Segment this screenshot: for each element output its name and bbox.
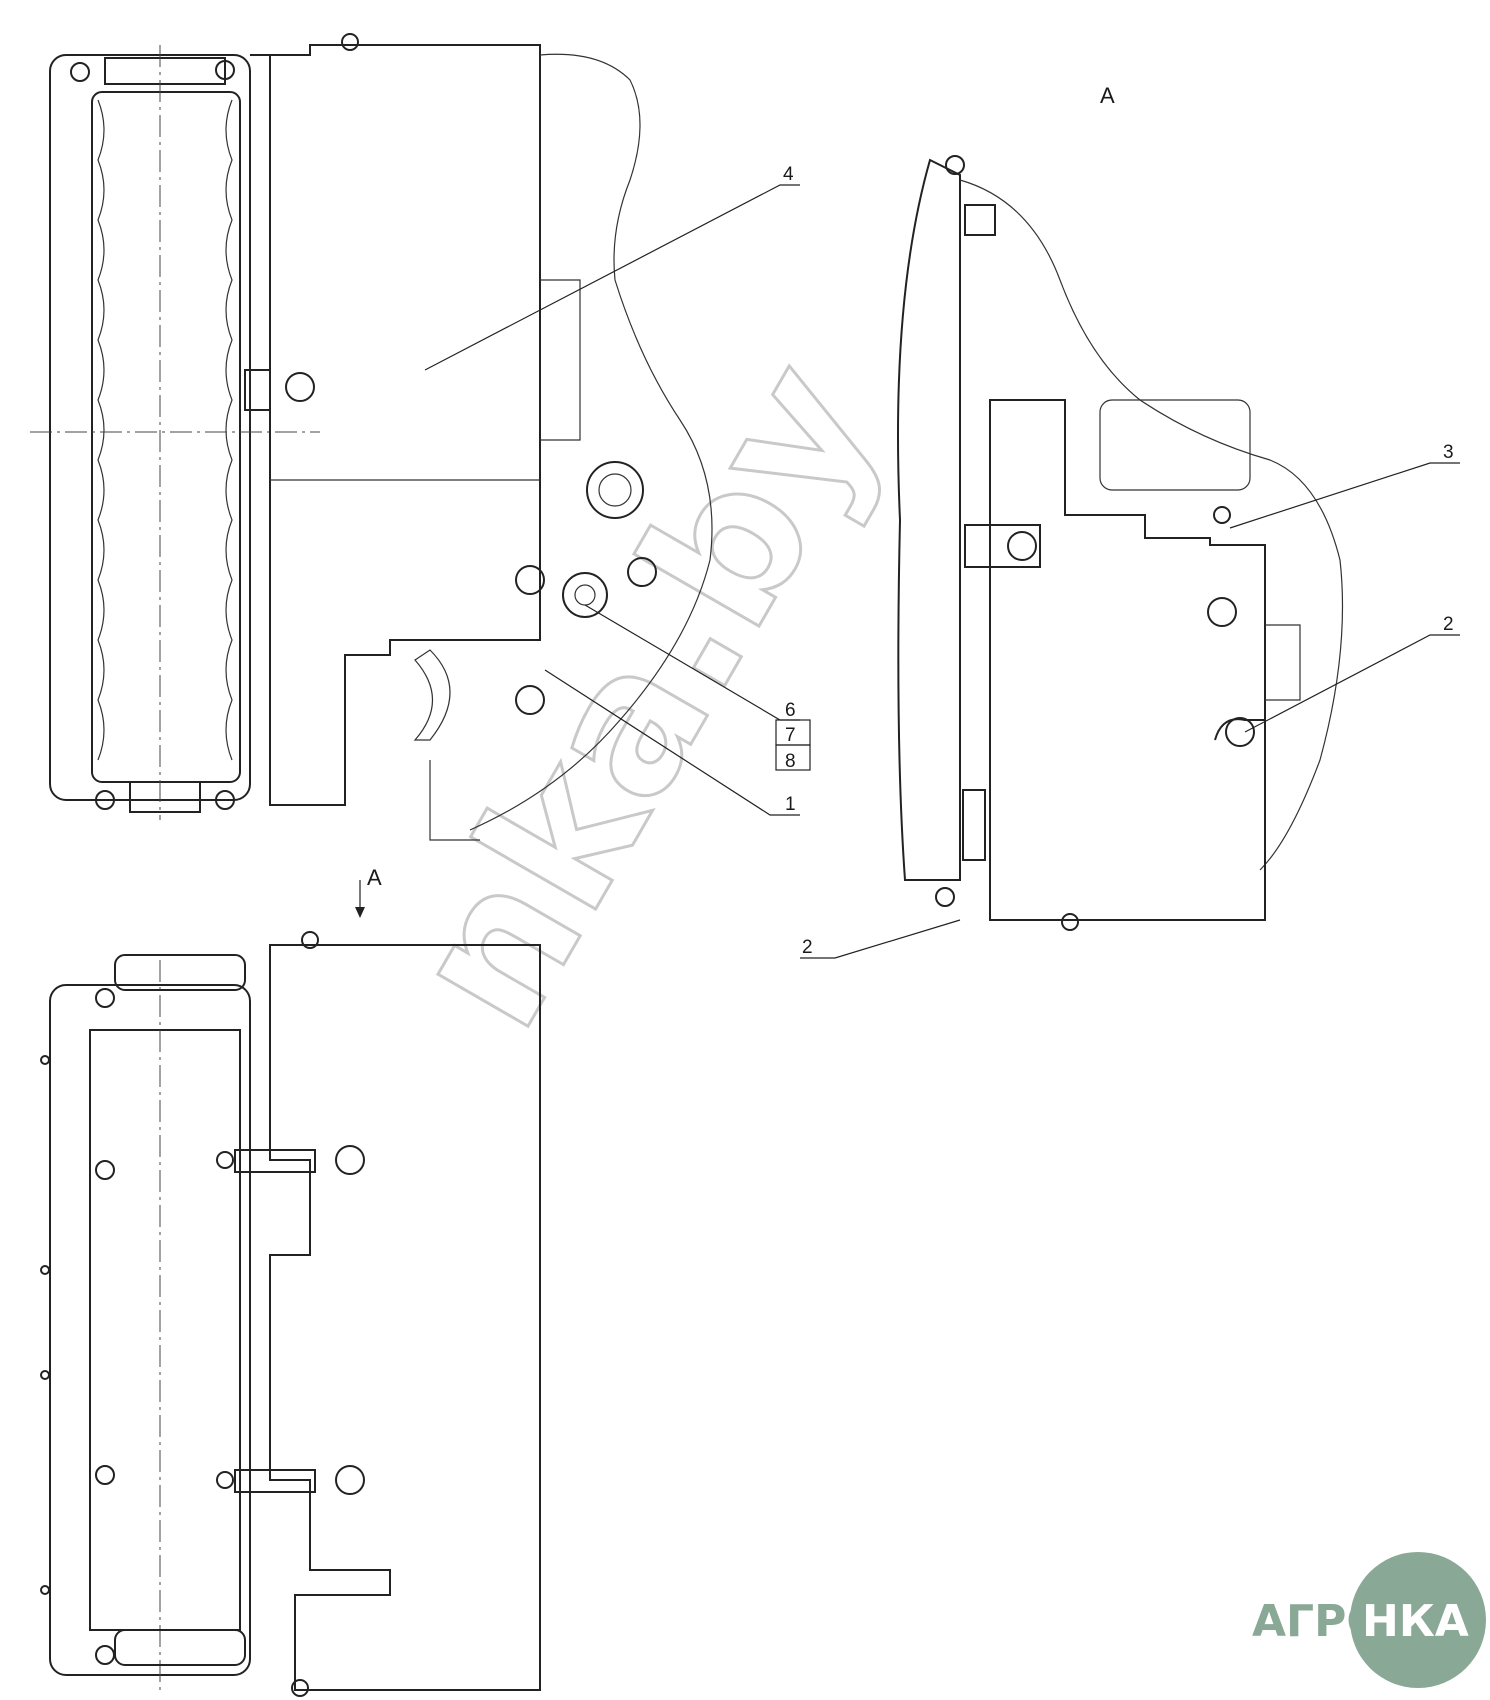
rivet-icon <box>40 1265 50 1275</box>
leader-4 <box>424 184 800 371</box>
top-tank-top-view <box>114 954 246 991</box>
side-view <box>30 33 713 841</box>
tank-cap <box>964 204 996 236</box>
bolt-icon <box>1213 506 1231 524</box>
radiator-side <box>897 158 961 881</box>
rivet-icon <box>40 1055 50 1065</box>
bolt-icon <box>95 1160 115 1180</box>
bolt-icon <box>216 1151 234 1169</box>
callout-2-lower: 2 <box>802 937 813 958</box>
leaders <box>355 184 1460 959</box>
callout-box-8 <box>775 744 811 771</box>
callout-8: 8 <box>785 751 796 772</box>
radiator-frame-outer <box>49 54 251 801</box>
engine-part <box>540 279 581 441</box>
logo-text-left: АГРО <box>1252 1596 1384 1647</box>
fan-shroud-top <box>269 944 541 1691</box>
pulley-icon <box>586 461 644 519</box>
logo-circle-icon <box>1350 1552 1486 1688</box>
leader-3 <box>1229 462 1460 529</box>
view-arrow-label: A <box>367 865 382 890</box>
bolt-icon <box>335 1145 365 1175</box>
bolt-icon <box>95 1465 115 1485</box>
radiator-frame-top <box>49 984 251 1676</box>
engine-part-a <box>1265 624 1301 701</box>
radiator-top-tank <box>104 57 226 85</box>
bolt-icon <box>301 931 319 949</box>
bolt-icon <box>515 565 545 595</box>
view-a <box>897 155 1344 931</box>
engine-outline <box>469 53 713 831</box>
mount-bracket-lower <box>234 1469 316 1493</box>
mount-bracket-a <box>964 524 1041 568</box>
bolt-icon <box>335 1465 365 1495</box>
callout-2-upper: 2 <box>1443 614 1454 635</box>
bolt-icon <box>1225 717 1255 747</box>
bolt-icon <box>945 155 965 175</box>
bolt-icon <box>627 557 657 587</box>
bolt-icon <box>215 60 235 80</box>
callout-7: 7 <box>785 725 796 746</box>
bolt-icon <box>515 685 545 715</box>
mount-bracket-upper <box>234 1149 316 1173</box>
rivet-icon <box>40 1370 50 1380</box>
lower-mount <box>962 789 986 861</box>
leader-1 <box>544 669 800 816</box>
rivet-icon <box>40 1585 50 1595</box>
bottom-tank-top-view <box>114 1629 246 1666</box>
callout-3: 3 <box>1443 442 1454 463</box>
fitting-icon <box>562 572 608 618</box>
logo-text-right: НКА <box>1362 1596 1469 1647</box>
bolt-icon <box>291 1679 309 1697</box>
radiator-core-top <box>89 1029 241 1631</box>
callout-6: 6 <box>785 700 796 721</box>
pulley-hub-icon <box>598 473 632 507</box>
bolt-icon <box>70 62 90 82</box>
brand-logo: АГРО НКА <box>1252 1552 1486 1688</box>
radiator-bottom-tank <box>129 781 201 813</box>
bolt-icon <box>215 790 235 810</box>
engine-part-lower <box>429 760 480 841</box>
bolt-icon <box>285 372 315 402</box>
bolt-icon <box>1207 597 1237 627</box>
leader-2b <box>800 919 961 959</box>
callout-1: 1 <box>785 794 796 815</box>
bolt-icon <box>1007 531 1037 561</box>
radiator-core <box>91 91 241 783</box>
bolt-icon <box>935 887 955 907</box>
hose-icon <box>413 649 451 741</box>
bolt-icon <box>95 790 115 810</box>
bolt-icon <box>95 988 115 1008</box>
callout-labels: 4 6 7 8 1 3 2 2 A A <box>367 83 1454 958</box>
fan-shroud-a <box>989 399 1266 921</box>
bolt-icon <box>1061 913 1079 931</box>
bolt-icon <box>341 33 359 51</box>
fan-shroud <box>250 44 541 806</box>
section-view-label: A <box>1100 83 1115 108</box>
radiator-fin-left <box>97 99 105 761</box>
callout-4: 4 <box>783 164 794 185</box>
mount-bracket <box>244 369 271 411</box>
clamp-icon <box>1214 718 1265 741</box>
engine-block <box>1099 399 1251 491</box>
leader-2a <box>1244 634 1460 733</box>
engine-outline-a <box>959 179 1344 871</box>
bolt-icon <box>95 1645 115 1665</box>
radiator-fin-right <box>225 99 233 761</box>
bolt-icon <box>216 1471 234 1489</box>
view-arrow-head-icon <box>355 907 365 918</box>
top-view <box>40 931 541 1697</box>
